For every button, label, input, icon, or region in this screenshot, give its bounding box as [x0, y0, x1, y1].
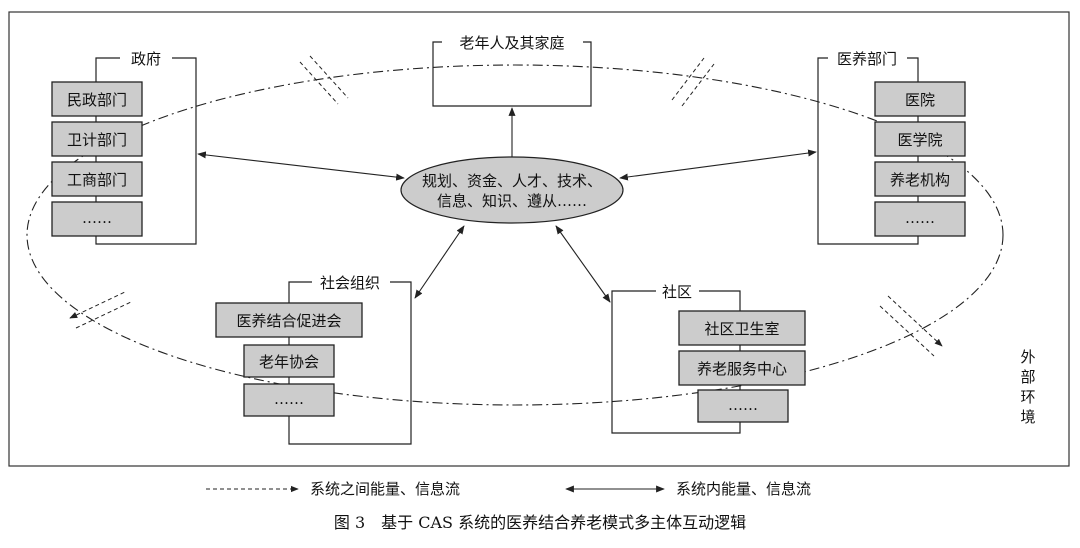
social-item-box: [243, 383, 335, 417]
gov-item-box: [51, 121, 143, 157]
gov-item-label: 民政部门: [67, 91, 127, 109]
boundary-mark-top-right: [671, 57, 715, 107]
env-char: 部: [1020, 368, 1035, 386]
social-item-box: [243, 344, 335, 378]
env-char: 境: [1020, 408, 1035, 426]
group-government: 政府 民政部门 卫计部门 工商部门 ……: [51, 50, 197, 245]
med-item-label: 养老机构: [890, 171, 950, 189]
med-item-label: 医院: [905, 91, 935, 109]
center-line-1: 规划、资金、人才、技术、: [422, 172, 602, 190]
med-item-label: ……: [905, 209, 935, 227]
group-social-org: 社会组织 医养结合促进会 老年协会 ……: [215, 274, 412, 445]
outer-border: [8, 11, 1070, 467]
social-item-label: 医养结合促进会: [236, 312, 341, 330]
legend-within-system: 系统内能量、信息流: [676, 480, 811, 498]
interaction-arrows: [197, 107, 817, 303]
group-medical-title: 医养部门: [837, 50, 897, 68]
figure-caption: 图 3 基于 CAS 系统的医养结合养老模式多主体互动逻辑: [334, 513, 746, 532]
env-char: 外: [1020, 348, 1035, 366]
group-elderly: 老年人及其家庭: [432, 34, 592, 107]
community-item-label: 社区卫生室: [704, 320, 779, 338]
social-item-label: 老年协会: [259, 353, 319, 371]
group-government-title: 政府: [131, 50, 161, 68]
gov-item-label: 卫计部门: [67, 131, 127, 149]
med-item-box: [874, 201, 966, 237]
group-elderly-title: 老年人及其家庭: [459, 34, 564, 52]
community-item-box: [678, 350, 806, 386]
group-community: 社区 社区卫生室 养老服务中心 ……: [611, 283, 806, 434]
community-item-box: [697, 389, 789, 423]
boundary-mark-bottom-left: [69, 291, 132, 329]
group-medical: 医养部门 医院 医学院 养老机构 ……: [817, 50, 966, 245]
legend: 系统之间能量、信息流 系统内能量、信息流: [206, 480, 811, 498]
central-resource-pool: 规划、资金、人才、技术、 信息、知识、遵从……: [400, 156, 624, 224]
community-item-label: ……: [728, 396, 758, 414]
boundary-mark-top-left: [299, 55, 349, 105]
gov-item-label: 工商部门: [67, 171, 127, 189]
boundary-mark-bottom-right: [879, 295, 943, 357]
group-community-title: 社区: [662, 283, 692, 301]
gov-item-box: [51, 161, 143, 197]
external-environment-label: 外 部 环 境: [1020, 348, 1035, 426]
legend-between-systems: 系统之间能量、信息流: [310, 480, 460, 498]
community-item-label: 养老服务中心: [697, 360, 787, 378]
gov-item-label: ……: [82, 209, 112, 227]
med-item-box: [874, 161, 966, 197]
social-item-label: ……: [274, 390, 304, 408]
gov-item-box: [51, 81, 143, 117]
community-item-box: [678, 310, 806, 346]
gov-item-box: [51, 201, 143, 237]
center-line-2: 信息、知识、遵从……: [437, 192, 587, 210]
med-item-label: 医学院: [897, 131, 942, 149]
env-char: 环: [1020, 388, 1035, 406]
med-item-box: [874, 81, 966, 117]
social-item-box: [215, 302, 363, 338]
system-orbit: [26, 64, 1004, 406]
group-social-org-title: 社会组织: [320, 274, 380, 292]
med-item-box: [874, 121, 966, 157]
